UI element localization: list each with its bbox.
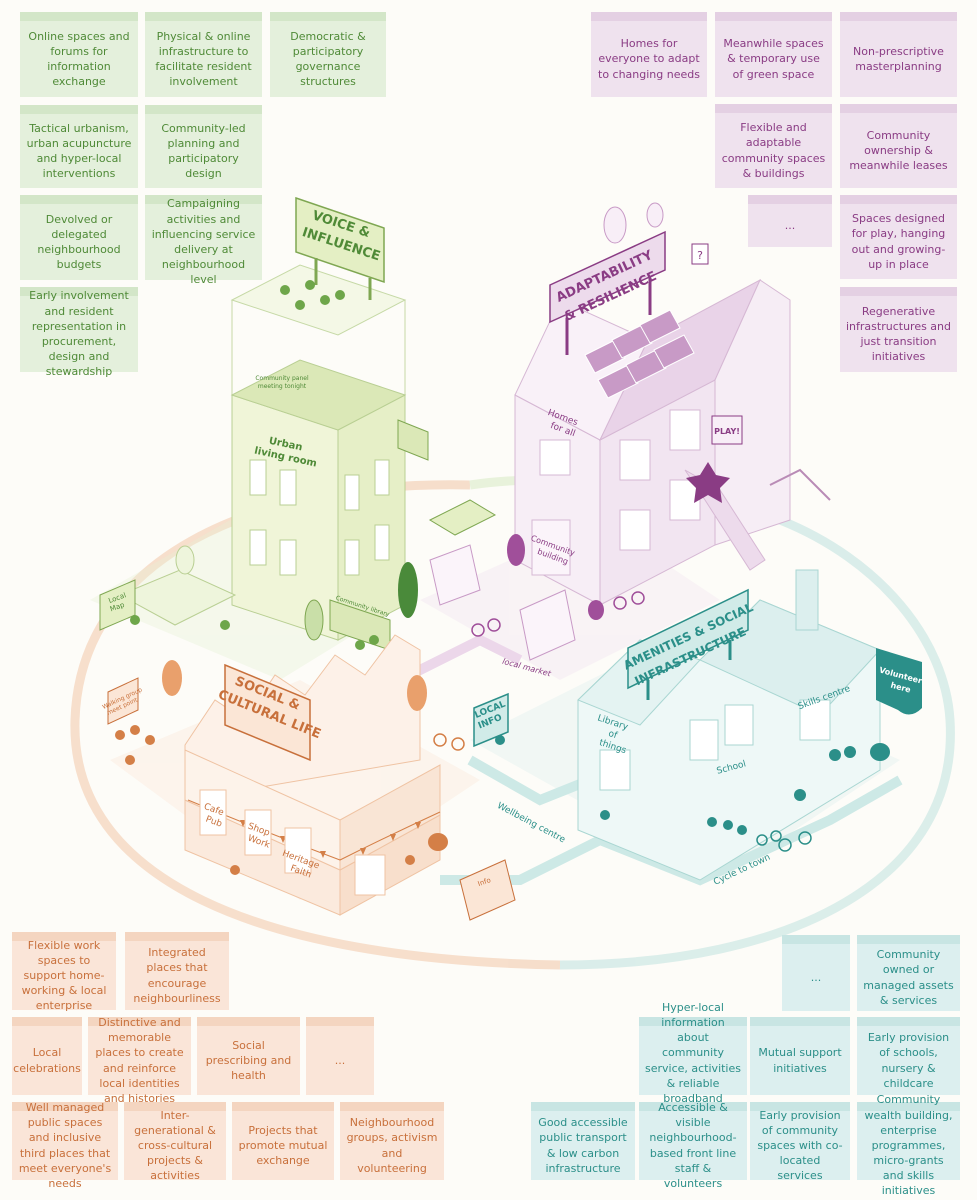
orange-box-neighbourhood-groups: Neighbourhood groups, activism and volun…	[340, 1102, 444, 1180]
purple-box-play-spaces: Spaces designed for play, hanging out an…	[840, 195, 957, 279]
library-of-things-line2: of	[607, 729, 619, 741]
orange-box-integrated-places: Integrated places that encourage neighbo…	[125, 932, 229, 1010]
purple-box-homes-for-everyone: Homes for everyone to adapt to changing …	[591, 12, 707, 97]
adaptability-building	[397, 202, 831, 685]
teal-box-community-owned-assets: Community owned or managed assets & serv…	[857, 935, 960, 1011]
amenities-building	[473, 569, 922, 881]
green-box-community-led-planning: Community-led planning and participatory…	[145, 105, 262, 188]
purple-box-meanwhile-spaces: Meanwhile spaces & temporary use of gree…	[715, 12, 832, 97]
green-box-online-spaces: Online spaces and forums for information…	[20, 12, 138, 97]
orange-box-local-celebrations: Local celebrations	[12, 1017, 82, 1095]
teal-box-ellipsis: ...	[782, 935, 850, 1011]
community-panel-line1: Community panel	[255, 375, 309, 382]
purple-box-flexible-spaces: Flexible and adaptable community spaces …	[715, 104, 832, 188]
social-cultural-building	[107, 634, 516, 921]
orange-box-social-prescribing: Social prescribing and health	[197, 1017, 300, 1095]
green-box-devolved-budgets: Devolved or delegated neighbourhood budg…	[20, 195, 138, 280]
teal-box-community-spaces: Early provision of community spaces with…	[750, 1102, 850, 1182]
voice-influence-building	[230, 196, 497, 651]
bicycles	[433, 591, 812, 852]
teal-box-mutual-support: Mutual support initiatives	[750, 1017, 850, 1095]
orange-box-distinctive-places: Distinctive and memorable places to crea…	[88, 1016, 191, 1105]
teal-box-hyper-local-information: Hyper-local information about community …	[639, 1001, 747, 1120]
teal-box-early-schools: Early provision of schools, nursery & ch…	[857, 1017, 960, 1095]
orange-box-intergenerational: Inter-generational & cross-cultural proj…	[124, 1102, 226, 1182]
question-mark: ?	[697, 249, 703, 262]
wellbeing-centre-label: Wellbeing centre	[495, 801, 567, 846]
teal-box-front-line-staff: Accessible & visible neighbourhood-based…	[639, 1101, 747, 1190]
green-box-physical-infrastructure: Physical & online infrastructure to faci…	[145, 12, 262, 97]
purple-box-community-ownership: Community ownership & meanwhile leases	[840, 104, 957, 188]
orange-box-flexible-work: Flexible work spaces to support home-wor…	[12, 932, 116, 1012]
community-panel-line2: meeting tonight	[258, 383, 307, 390]
green-box-democratic-governance: Democratic & participatory governance st…	[270, 12, 386, 97]
urban-garden	[99, 545, 379, 650]
purple-box-ellipsis: ...	[748, 195, 832, 247]
green-box-tactical-urbanism: Tactical urbanism, urban acupuncture and…	[20, 105, 138, 188]
green-box-campaigning: Campaigning activities and influencing s…	[145, 195, 262, 286]
purple-box-non-prescriptive: Non-prescriptive masterplanning	[840, 12, 957, 97]
purple-box-regenerative: Regenerative infrastructures and just tr…	[840, 287, 957, 372]
teal-box-public-transport: Good accessible public transport & low c…	[531, 1102, 635, 1180]
orange-box-ellipsis: ...	[306, 1017, 374, 1095]
play-label: PLAY!	[714, 427, 740, 436]
orange-box-well-managed-spaces: Well managed public spaces and inclusive…	[12, 1101, 118, 1190]
teal-box-community-wealth: Community wealth building, enterprise pr…	[857, 1093, 960, 1197]
orange-box-mutual-exchange: Projects that promote mutual exchange	[232, 1102, 334, 1180]
green-box-early-involvement: Early involvement and resident represent…	[20, 287, 138, 378]
